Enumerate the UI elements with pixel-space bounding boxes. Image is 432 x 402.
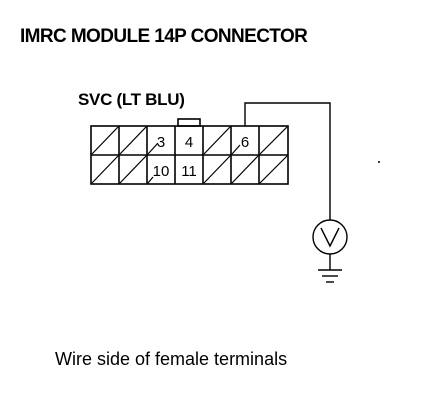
diagram-caption: Wire side of female terminals bbox=[55, 349, 288, 369]
pin-number: 11 bbox=[181, 163, 197, 180]
diagram-title: IMRC MODULE 14P CONNECTOR bbox=[20, 26, 308, 47]
stray-dot bbox=[378, 161, 380, 163]
pin-number: 3 bbox=[157, 134, 165, 151]
pin-number: 10 bbox=[153, 163, 170, 180]
ground-icon bbox=[318, 269, 342, 283]
connector-label: SVC (LT BLU) bbox=[78, 90, 185, 109]
connector-body bbox=[90, 118, 289, 185]
test-lead-wire bbox=[244, 102, 331, 220]
pin-number: 6 bbox=[241, 134, 249, 151]
pin-number: 4 bbox=[185, 134, 193, 151]
voltmeter-icon bbox=[312, 219, 348, 270]
unused-terminal-hatching bbox=[91, 126, 288, 184]
connector-latch bbox=[177, 118, 201, 127]
